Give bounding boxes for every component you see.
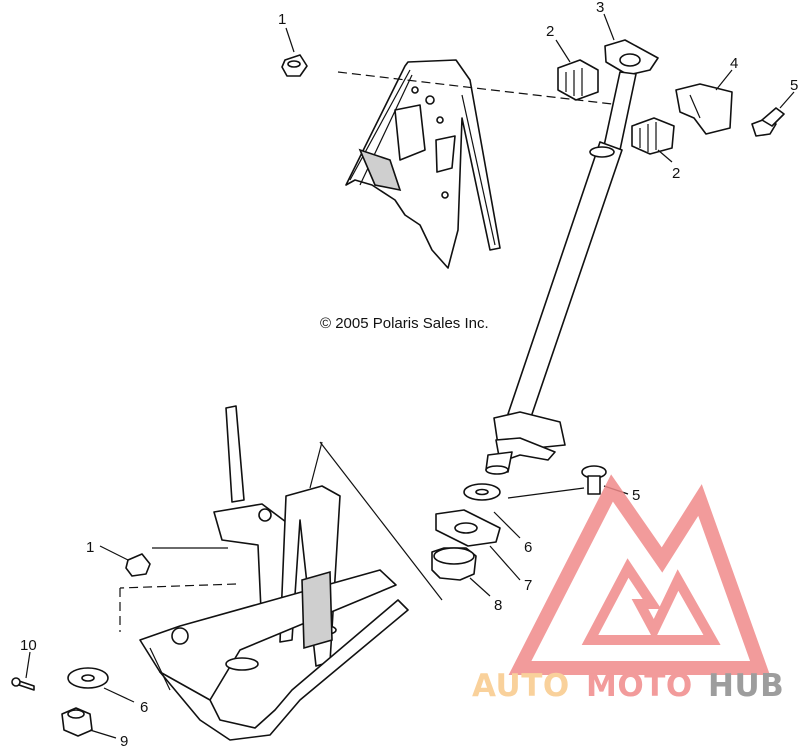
part-clamp xyxy=(675,83,733,135)
part-bushing-upper xyxy=(557,59,599,101)
callout-label: 4 xyxy=(730,55,738,72)
callout-label: 2 xyxy=(546,23,554,40)
part-bushing-lower xyxy=(631,117,675,155)
callout-label: 10 xyxy=(20,637,37,654)
part-flange xyxy=(435,509,501,547)
logo-triangle-icon xyxy=(508,474,770,675)
assembly-lines xyxy=(119,71,613,632)
upper-frame-bracket xyxy=(345,59,501,269)
watermark-text-auto: AUTO xyxy=(472,668,570,704)
steering-post xyxy=(485,39,659,475)
callout-label: 3 xyxy=(596,0,604,16)
callout-label: 6 xyxy=(524,539,532,556)
callout-label: 1 xyxy=(278,11,286,28)
part-castle-nut xyxy=(61,707,93,737)
watermark-text-moto: MOTO xyxy=(586,668,693,704)
part-nut-lower xyxy=(125,553,151,577)
logo-inner-shape-icon xyxy=(581,558,721,645)
watermark-text-hub: HUB xyxy=(708,668,784,704)
copyright-text: © 2005 Polaris Sales Inc. xyxy=(320,315,489,332)
callout-labels: 1 2 3 2 4 5 5 6 7 8 1 10 6 9 xyxy=(20,0,798,746)
callout-label: 1 xyxy=(86,539,94,556)
part-cotter-pin xyxy=(11,677,35,691)
callout-label: 7 xyxy=(524,577,532,594)
lower-frame xyxy=(139,405,443,741)
part-washer-lower xyxy=(67,667,109,689)
callout-label: 5 xyxy=(790,77,798,94)
callout-label: 2 xyxy=(672,165,680,182)
leader-lines xyxy=(25,13,795,739)
callout-label: 8 xyxy=(494,597,502,614)
callout-label: 6 xyxy=(140,699,148,716)
part-bolt-upper xyxy=(751,107,785,137)
part-bearing xyxy=(431,547,477,581)
part-nut-top xyxy=(281,54,308,77)
watermark-logo: AUTO MOTO HUB xyxy=(472,474,784,704)
callout-label: 5 xyxy=(632,487,640,504)
part-bolt-lower xyxy=(581,465,607,495)
callout-label: 9 xyxy=(120,733,128,746)
part-washer-upper xyxy=(463,483,501,501)
